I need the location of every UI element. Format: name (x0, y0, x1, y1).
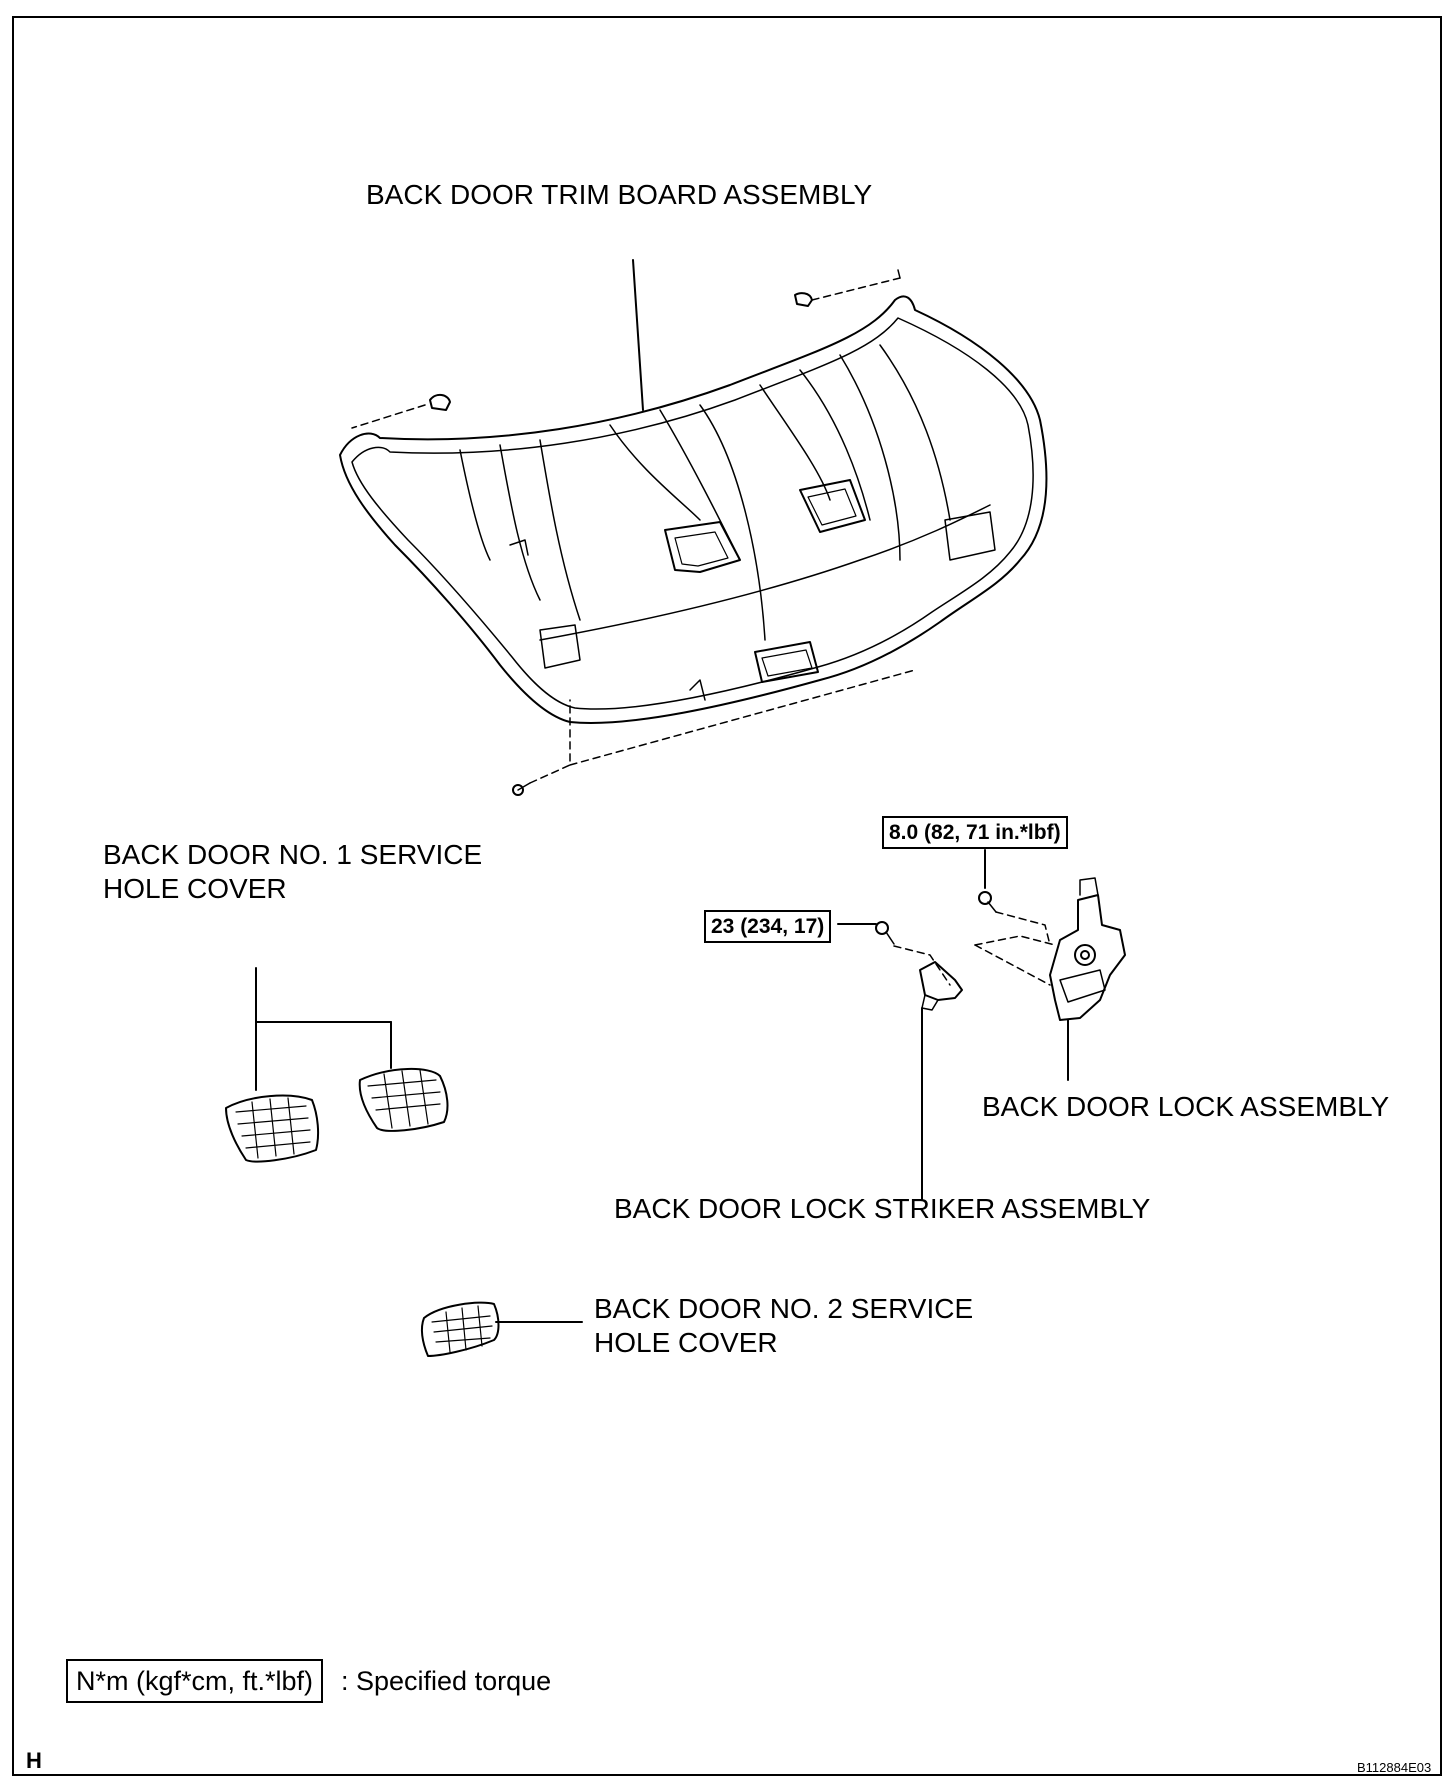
torque-legend-description: : Specified torque (341, 1666, 552, 1696)
torque-unit-legend-box: N*m (kgf*cm, ft.*lbf) (66, 1659, 324, 1703)
section-mark: H (26, 1748, 42, 1773)
lock-drawing (974, 849, 1126, 1081)
trim-board-label: BACK DOOR TRIM BOARD ASSEMBLY (366, 179, 873, 210)
service-cover-1-label-line1: BACK DOOR NO. 1 SERVICE (103, 839, 483, 870)
striker-bolt-torque-label: 23 (234, 17) (704, 910, 832, 943)
service-cover-2-label-line1: BACK DOOR NO. 2 SERVICE (594, 1293, 974, 1324)
figure-code: B112884E03 (1357, 1760, 1432, 1775)
trim-board-drawing (339, 259, 1048, 796)
striker-assembly-label: BACK DOOR LOCK STRIKER ASSEMBLY (614, 1193, 1151, 1224)
service-cover-1-drawing (225, 967, 449, 1163)
service-cover-2-drawing (420, 1301, 583, 1357)
lock-bolt-torque-label: 8.0 (82, 71 in.*lbf) (882, 816, 1068, 849)
service-cover-2-label-line2: HOLE COVER (594, 1327, 778, 1358)
service-cover-1-label-line2: HOLE COVER (103, 873, 287, 904)
diagram-frame (12, 16, 1442, 1776)
lock-assembly-label: BACK DOOR LOCK ASSEMBLY (982, 1091, 1390, 1122)
striker-drawing (837, 921, 963, 1201)
